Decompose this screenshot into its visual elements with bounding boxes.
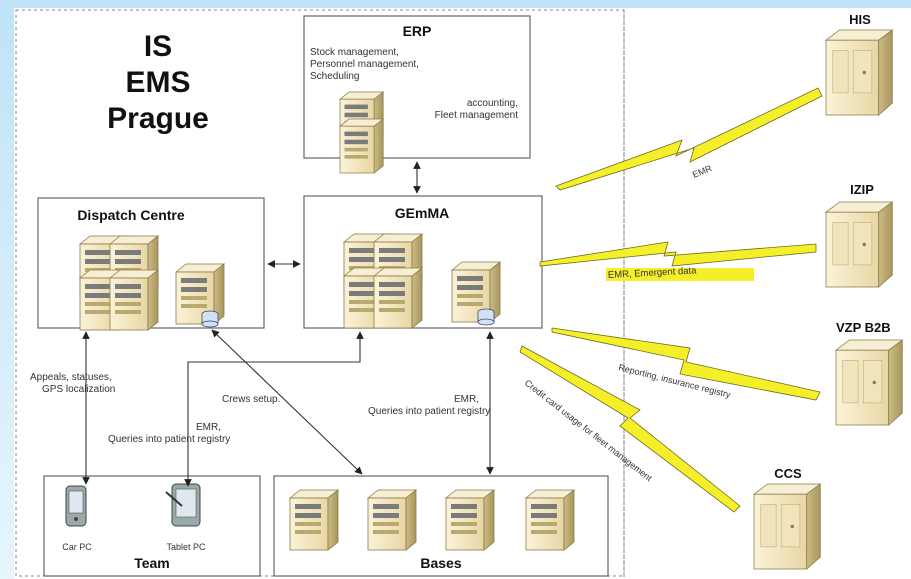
dispatch-bases-link xyxy=(211,329,363,475)
his-lightning-link xyxy=(555,87,823,191)
erp-line-1: Stock management, xyxy=(310,47,399,58)
emr-bases-label-2: Queries into patient registry xyxy=(368,406,490,417)
his-server-icon xyxy=(825,29,893,116)
gemma-database-icon xyxy=(452,262,500,325)
vzp-server-icon xyxy=(835,339,903,426)
title-line-2: EMS xyxy=(125,66,190,99)
base-server-icon-3 xyxy=(445,489,495,551)
ccs-label: CCS xyxy=(774,466,802,481)
emr-team-label-1: EMR, xyxy=(196,422,221,433)
appeals-label-1: Appeals, statuses, xyxy=(30,372,112,383)
emr-izip-label: EMR, Emergent data xyxy=(608,265,698,281)
ccs-server-icon xyxy=(753,483,821,570)
izip-lightning-link xyxy=(539,241,817,267)
gemma-server-cluster-icon xyxy=(344,234,422,328)
gemma-box xyxy=(303,195,543,329)
dispatch-database-icon xyxy=(176,264,224,327)
car-pc-label: Car PC xyxy=(62,542,92,552)
gemma-team-link xyxy=(184,331,364,487)
emr-izip-highlight xyxy=(606,268,754,281)
title-line-1: IS xyxy=(144,30,172,63)
emr-his-label: EMR xyxy=(691,163,714,180)
vzp-lightning-link xyxy=(551,327,821,401)
crews-setup-label: Crews setup. xyxy=(222,394,280,405)
team-title: Team xyxy=(134,555,170,571)
base-server-icon-4 xyxy=(525,489,575,551)
emr-team-label-2: Queries into patient registry xyxy=(108,434,230,445)
dispatch-server-cluster-icon xyxy=(80,236,158,330)
base-server-icon-2 xyxy=(367,489,417,551)
tablet-pc-icon xyxy=(165,483,201,527)
izip-label: IZIP xyxy=(850,182,874,197)
gemma-title: GEmMA xyxy=(395,205,449,221)
title-line-3: Prague xyxy=(107,102,209,135)
izip-server-icon xyxy=(825,201,893,288)
erp-title: ERP xyxy=(403,23,432,39)
tablet-pc-label: Tablet PC xyxy=(166,542,206,552)
vzp-label: VZP B2B xyxy=(836,320,891,335)
erp-server-icon xyxy=(339,91,384,174)
erp-line-2: Personnel management, xyxy=(310,59,419,70)
base-server-icon-1 xyxy=(289,489,339,551)
appeals-label-2: GPS localization xyxy=(42,384,115,395)
his-label: HIS xyxy=(849,12,871,27)
dispatch-centre-title: Dispatch Centre xyxy=(77,207,185,223)
erp-side-line-1: accounting, xyxy=(467,98,518,109)
car-pc-icon xyxy=(65,485,87,527)
ccs-lightning-link xyxy=(519,345,741,513)
erp-side-line-2: Fleet management xyxy=(435,110,519,121)
erp-line-3: Scheduling xyxy=(310,71,359,82)
bases-title: Bases xyxy=(420,555,461,571)
emr-bases-label-1: EMR, xyxy=(454,394,479,405)
